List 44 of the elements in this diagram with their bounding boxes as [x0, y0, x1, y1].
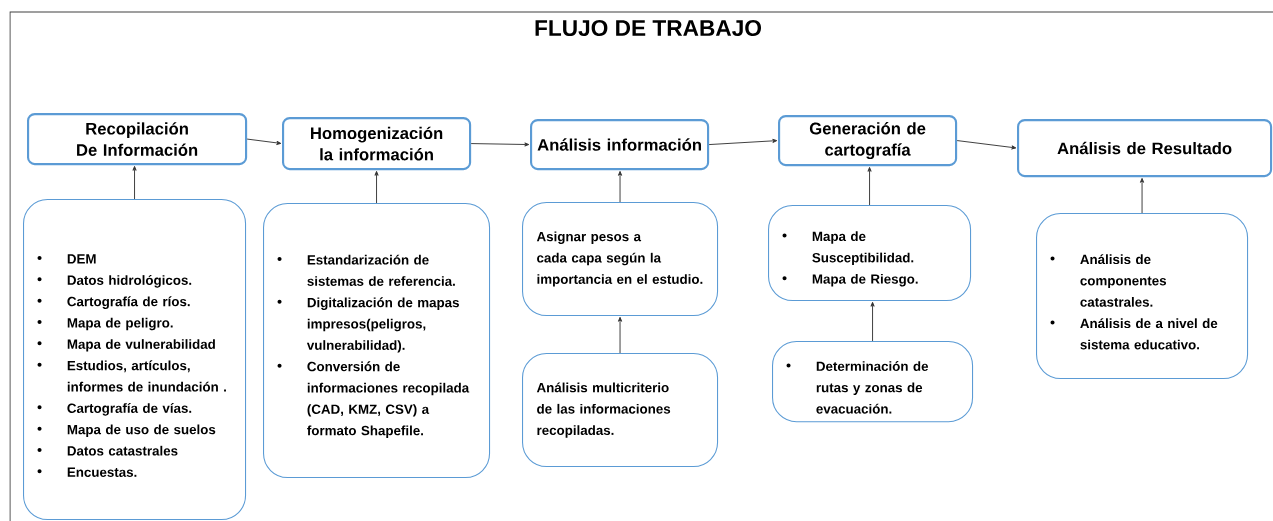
arrow: [956, 140, 1017, 150]
list-item: Cartografía de vías.: [37, 403, 192, 416]
arrow: [870, 301, 875, 342]
list-item: Determinación de rutas y zonas de evacuación.: [786, 361, 929, 414]
list-item: Cartografía de ríos.: [37, 296, 190, 309]
arrow: [617, 316, 623, 354]
list-item: Encuestas.: [37, 467, 137, 477]
box-text: Asignar pesos a cada capa según la importancia en el estudio.: [536, 231, 703, 287]
process-box: Análisis información: [530, 119, 710, 171]
list-item: Digitalización de mapas impresos(peligros, vulnerabilidad).: [277, 297, 459, 353]
list-item: DEM: [37, 254, 96, 264]
list-item: Estudios, artículos, informes de inundación .: [37, 360, 226, 392]
list-box: [772, 341, 974, 423]
arrow: [867, 166, 872, 206]
arrow: [617, 170, 623, 203]
arrow: [1140, 177, 1145, 214]
text-box: [522, 202, 719, 317]
list-item: Análisis de componentes catastrales.: [1050, 254, 1167, 307]
list-item: Mapa de vulnerabilidad: [37, 339, 215, 352]
list-box: [263, 203, 491, 479]
list-item: Mapa de Riesgo.: [782, 273, 918, 287]
arrow: [132, 165, 137, 200]
list-box: [23, 199, 247, 521]
arrow: [374, 170, 379, 204]
list-box: [1036, 213, 1249, 380]
list-item: Mapa de Susceptibilidad.: [782, 231, 914, 266]
process-box: Generación de cartografía: [778, 115, 958, 167]
list-item: Datos catastrales: [37, 445, 178, 456]
list-box: [768, 205, 972, 302]
list-item: Datos hidrológicos.: [37, 275, 192, 288]
list-item: Estandarización de sistemas de referencia.: [277, 254, 455, 286]
process-box: Análisis de Resultado: [1017, 119, 1273, 178]
list-item: Mapa de peligro.: [37, 317, 173, 331]
process-box: Homogenización la información: [282, 117, 472, 171]
arrow: [708, 138, 778, 146]
arrow: [470, 142, 530, 147]
title: FLUJO DE TRABAJO: [535, 19, 761, 37]
process-box: Recopilación De Información: [27, 113, 248, 166]
list-item: Conversión de informaciones recopilada (CAD, KMZ, CSV) a formato Shapefile.: [277, 361, 470, 438]
list-item: Mapa de uso de suelos: [37, 424, 216, 437]
arrow: [246, 138, 282, 145]
text-box: [522, 353, 719, 468]
box-text: Análisis multicriterio de las informaciones recopiladas.: [536, 382, 671, 438]
list-item: Análisis de a nivel de sistema educativo.: [1050, 318, 1218, 350]
